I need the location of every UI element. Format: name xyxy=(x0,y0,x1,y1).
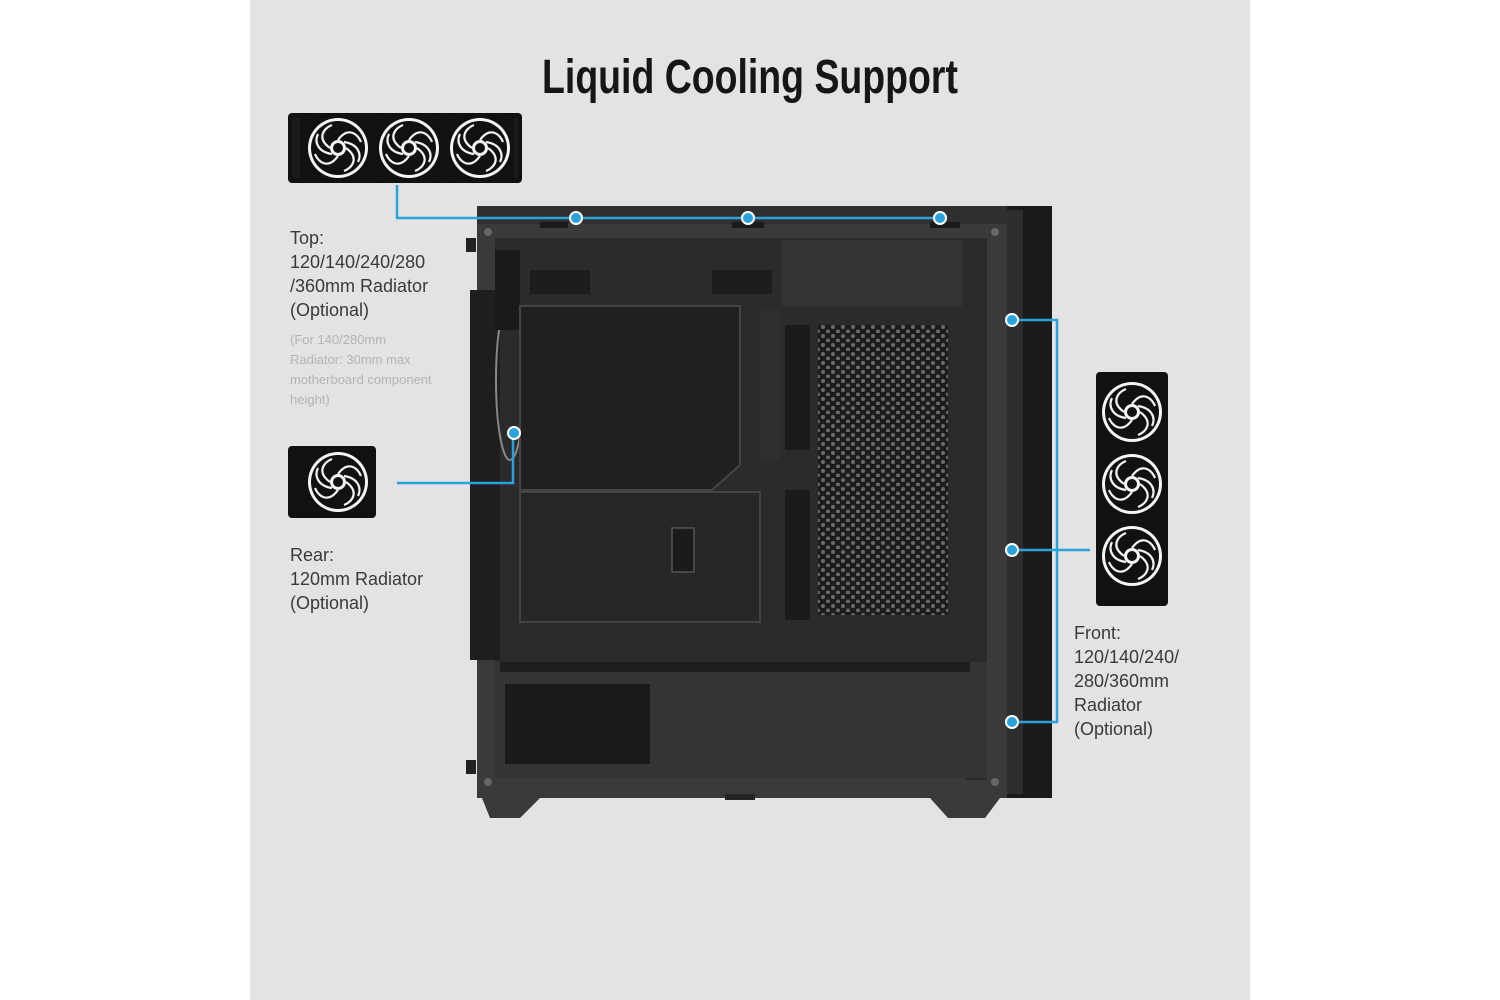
rear-connector-line xyxy=(397,433,515,485)
radiator-360-top-icon xyxy=(288,112,522,184)
front-connector-dots xyxy=(1005,313,1019,729)
front-radiator-label: Front: 120/140/240/ 280/360mm Radiator (… xyxy=(1074,623,1180,739)
top-connector-lines xyxy=(395,185,940,220)
page-title: Liquid Cooling Support xyxy=(542,51,958,104)
top-radiator-note: (For 140/280mm Radiator: 30mm max mother… xyxy=(290,332,432,407)
rear-connector-dot xyxy=(507,426,521,440)
radiator-120-rear-icon xyxy=(288,446,376,518)
rear-radiator-label: Rear: 120mm Radiator (Optional) xyxy=(290,545,424,613)
case-body xyxy=(466,206,1052,818)
radiator-360-front-icon xyxy=(1096,372,1168,606)
top-connector-dots xyxy=(569,211,947,225)
top-radiator-label: Top: 120/140/240/280 /360mm Radiator (Op… xyxy=(290,228,429,320)
front-connector-lines xyxy=(1012,318,1090,724)
